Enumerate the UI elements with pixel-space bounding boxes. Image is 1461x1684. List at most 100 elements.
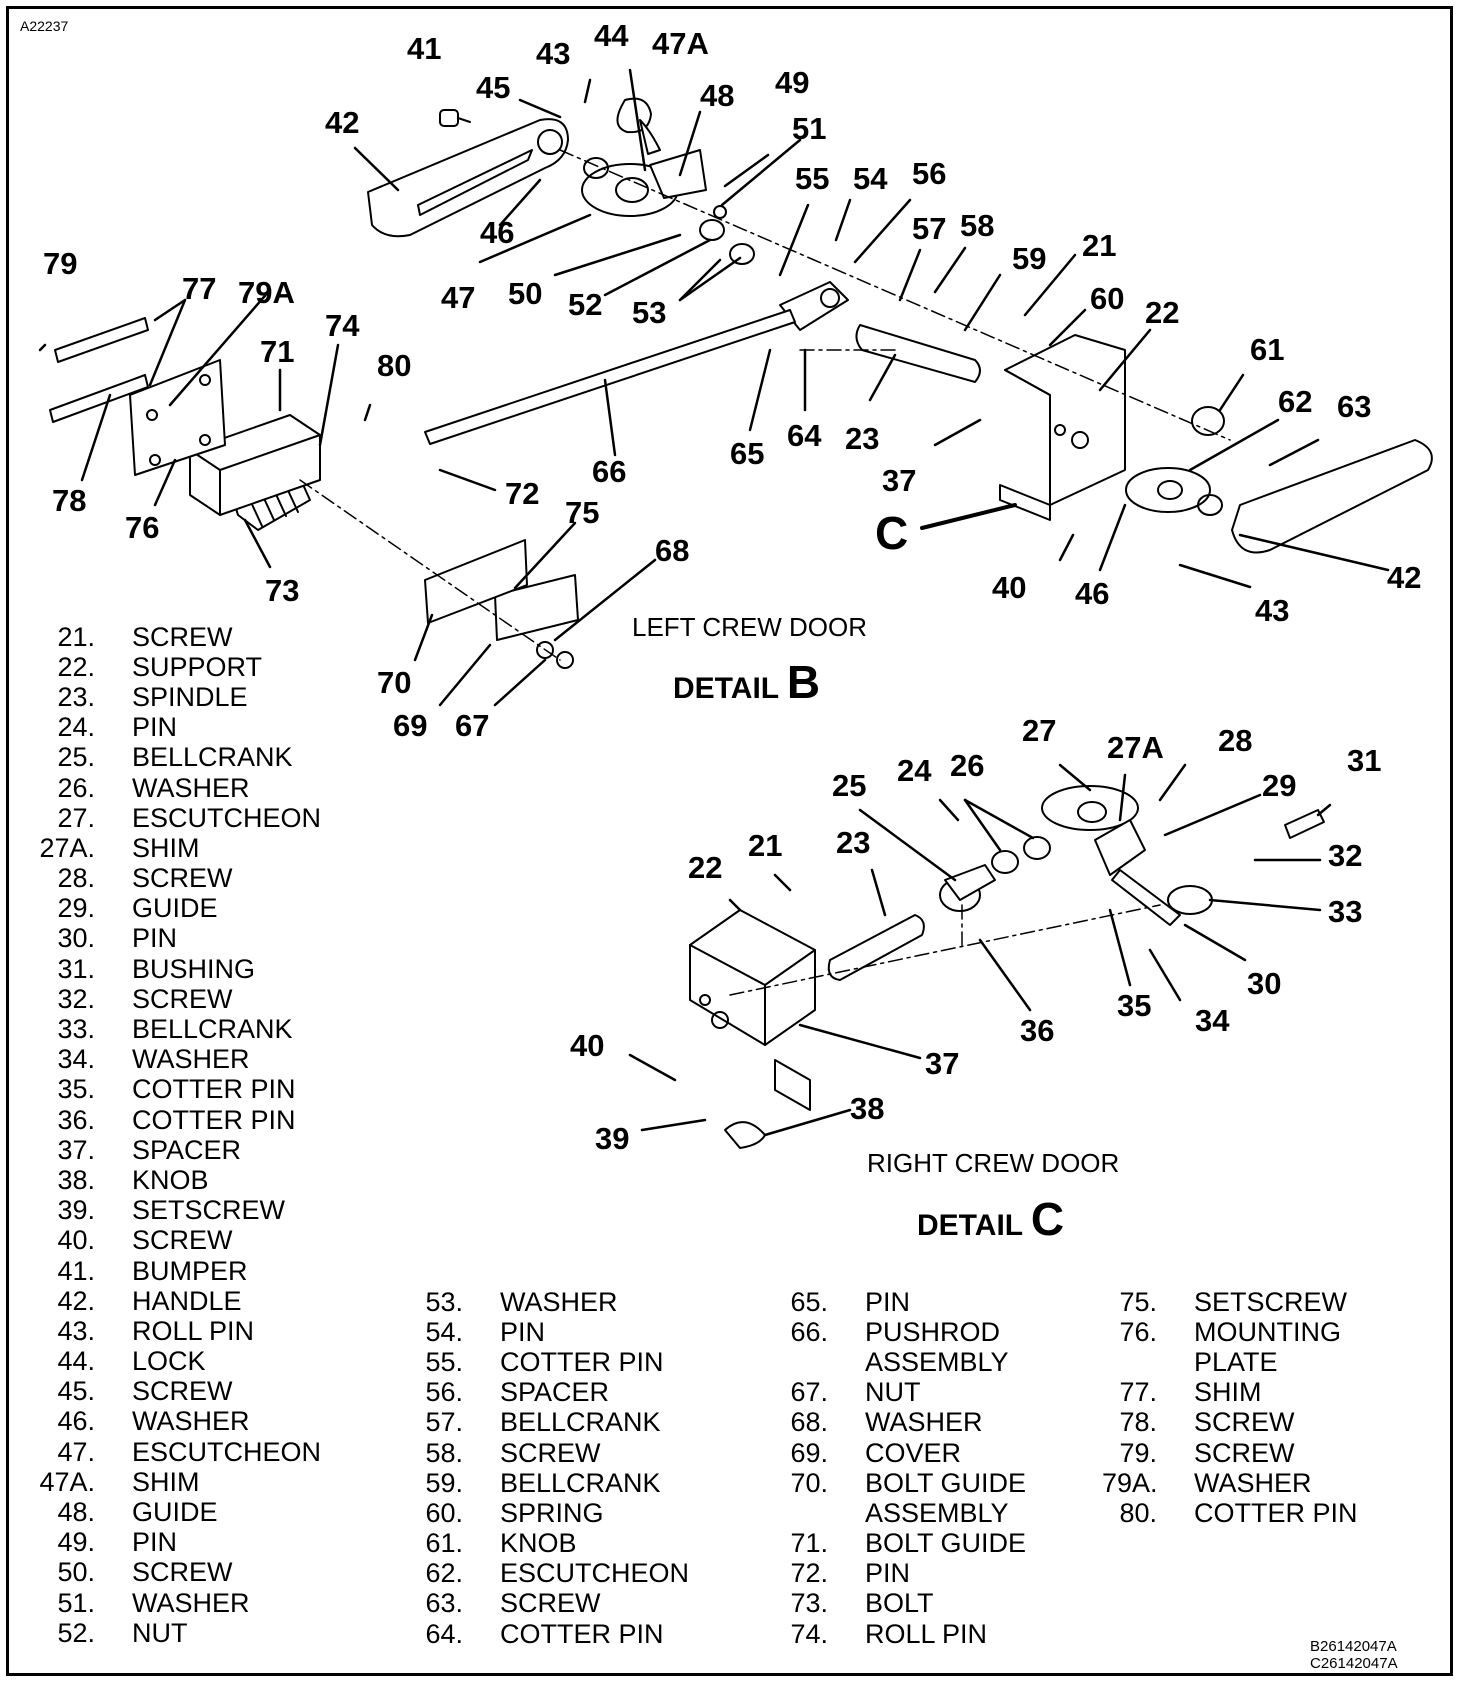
spindle-23	[855, 324, 981, 383]
callout-77: 77	[182, 271, 217, 306]
legend-column-1: 21.SCREW 22.SUPPORT 23.SPINDLE 24.PIN 25…	[36, 622, 321, 1648]
escutcheon-62	[1125, 467, 1211, 513]
callout-46: 46	[480, 215, 515, 250]
callout-43: 43	[536, 36, 571, 71]
legend-row: 58.SCREW	[425, 1437, 601, 1468]
callout-37c: 37	[925, 1046, 960, 1081]
section-marker-c: C	[875, 507, 909, 559]
legend-row: 74.ROLL PIN	[790, 1618, 988, 1649]
legend-row: 47.ESCUTCHEON	[57, 1436, 322, 1467]
pushrod-66	[424, 309, 796, 445]
bushing-31	[1284, 809, 1325, 839]
legend-row: 25.BELLCRANK	[57, 742, 293, 773]
legend-row: 36.COTTER PIN	[57, 1104, 296, 1135]
callout-73: 73	[265, 573, 300, 608]
callout-58: 58	[960, 208, 995, 243]
legend-row: 69.COVER	[790, 1437, 962, 1468]
callout-22: 22	[1145, 295, 1180, 330]
legend-row: 37.SPACER	[57, 1134, 242, 1165]
callout-43b: 43	[1255, 593, 1290, 628]
callout-31: 31	[1347, 743, 1382, 778]
knob-61	[1191, 406, 1225, 436]
callout-47a: 47A	[652, 26, 709, 61]
legend-row: 24.PIN	[57, 712, 178, 743]
guide-29-bellcrank-33	[1094, 819, 1213, 926]
legend-row: 70.BOLT GUIDE	[790, 1467, 1027, 1498]
callout-26: 26	[950, 748, 985, 783]
legend-row: 27A.SHIM	[39, 832, 200, 863]
legend-row: 27.ESCUTCHEON	[57, 802, 322, 833]
callout-22c: 22	[688, 850, 723, 885]
callout-21c: 21	[748, 828, 783, 863]
legend-row: 49.PIN	[57, 1527, 178, 1558]
callout-75: 75	[565, 495, 600, 530]
callout-61: 61	[1250, 332, 1285, 367]
spindle-23-right	[827, 914, 925, 981]
detail-b-title: DETAIL B	[673, 656, 821, 708]
legend-row: 68.WASHER	[790, 1407, 983, 1438]
callout-41: 41	[407, 31, 442, 66]
legend-row: 57.BELLCRANK	[425, 1407, 661, 1438]
callout-40c: 40	[570, 1028, 605, 1063]
legend-row: 50.SCREW	[57, 1557, 233, 1588]
callout-48: 48	[700, 78, 735, 113]
legend-row: 79A.WASHER	[1102, 1467, 1312, 1498]
callout-71: 71	[260, 334, 295, 369]
legend-row: 35.COTTER PIN	[57, 1074, 296, 1105]
legend-row: 39.SETSCREW	[57, 1195, 286, 1226]
callout-23c: 23	[836, 825, 871, 860]
callout-27a: 27A	[1107, 730, 1164, 765]
callout-62: 62	[1278, 384, 1313, 419]
legend-row: 41.BUMPER	[57, 1255, 248, 1286]
legend-row: 64.COTTER PIN	[425, 1618, 664, 1649]
callout-35: 35	[1117, 988, 1152, 1023]
handle-42-left	[367, 118, 569, 238]
callout-30: 30	[1247, 966, 1282, 1001]
support-22-left	[999, 334, 1126, 521]
callout-47: 47	[441, 280, 476, 315]
legend-row: 23.SPINDLE	[57, 681, 248, 712]
shims-77	[49, 317, 149, 423]
callout-45: 45	[476, 70, 511, 105]
legend-row: 26.WASHER	[57, 772, 250, 803]
legend-row: 56.SPACER	[425, 1377, 610, 1408]
legend-column-4: 75.SETSCREW 76.MOUNTING PLATE 77.SHIM 78…	[1102, 1287, 1358, 1529]
legend-row: 44.LOCK	[57, 1346, 206, 1377]
callout-66: 66	[592, 454, 627, 489]
callout-44: 44	[594, 18, 629, 53]
legend-row: 52.NUT	[57, 1617, 188, 1648]
callout-33: 33	[1328, 894, 1363, 929]
washers-53	[699, 205, 755, 265]
washer-46-left	[583, 157, 609, 179]
legend-row: 29.GUIDE	[57, 893, 218, 924]
callout-21: 21	[1082, 228, 1117, 263]
legend-row: 62.ESCUTCHEON	[425, 1558, 690, 1589]
reference-code-b: B26142047A	[1310, 1638, 1397, 1655]
legend-row: 53.WASHER	[425, 1286, 618, 1317]
callout-67: 67	[455, 708, 490, 743]
callout-50: 50	[508, 276, 543, 311]
legend-row: 34.WASHER	[57, 1044, 250, 1075]
guide-48	[649, 149, 707, 199]
callout-25: 25	[832, 768, 867, 803]
callout-72: 72	[505, 476, 540, 511]
bolt-guide-assembly-70	[424, 539, 528, 624]
legend-row: 80.COTTER PIN	[1119, 1497, 1358, 1528]
legend-row: 76.MOUNTING	[1119, 1316, 1341, 1347]
callout-78: 78	[52, 483, 87, 518]
legend-row: 60.SPRING	[425, 1497, 604, 1528]
callout-76: 76	[125, 510, 160, 545]
callout-79: 79	[43, 246, 78, 281]
legend-row: ASSEMBLY	[865, 1346, 1009, 1377]
legend-row: 46.WASHER	[57, 1406, 250, 1437]
bumper-41	[439, 109, 471, 127]
legend-row: 63.SCREW	[425, 1588, 601, 1619]
legend-row: 73.BOLT	[790, 1588, 934, 1619]
legend-column-2: 53.WASHER 54.PIN 55.COTTER PIN 56.SPACER…	[408, 1287, 689, 1649]
legend-row: 28.SCREW	[57, 863, 233, 894]
callout-37: 37	[882, 463, 917, 498]
legend-row: 51.WASHER	[57, 1587, 250, 1618]
figure-code: A22237	[20, 18, 69, 34]
legend-row: 43.ROLL PIN	[57, 1315, 255, 1346]
